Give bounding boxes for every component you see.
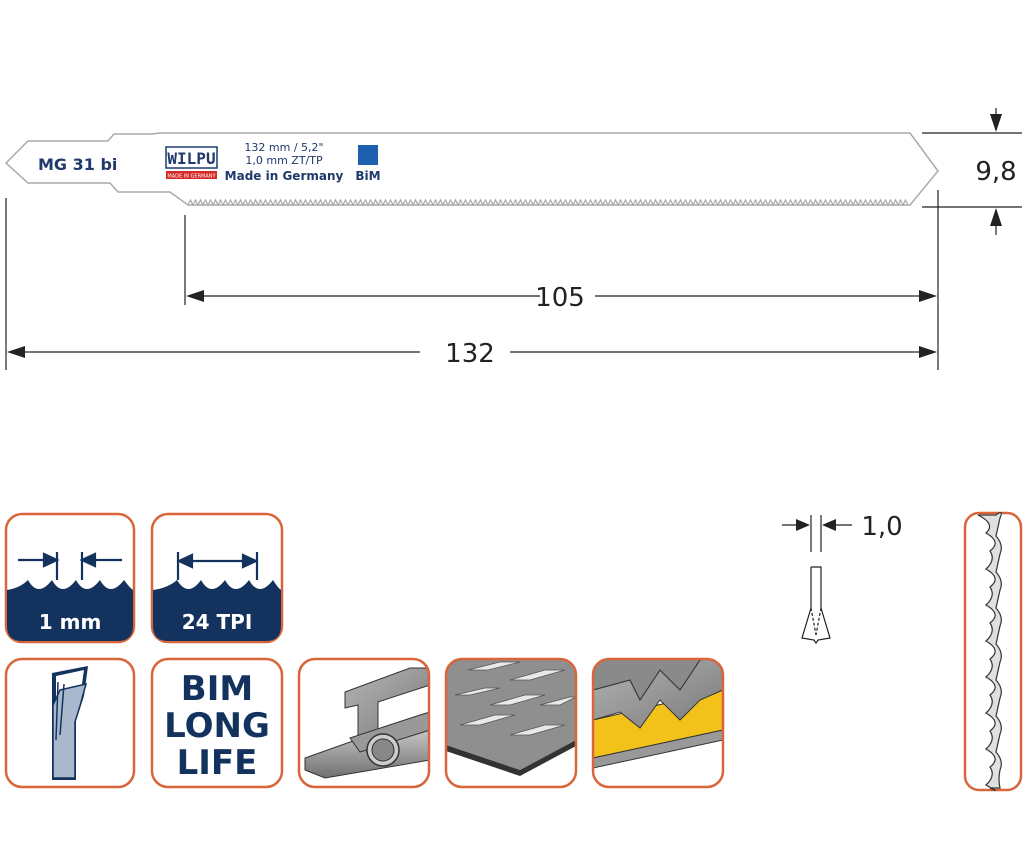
origin-info: Made in Germany — [225, 169, 344, 183]
sandwich-panel-icon — [593, 659, 723, 769]
brand-tagline: MADE IN GERMANY — [167, 174, 216, 180]
brand-name: WILPU — [167, 149, 215, 168]
dimension-arrows — [7, 114, 1002, 358]
tooth-set-diagram: 1,0 — [782, 512, 903, 645]
tpi-label: 24 TPI — [182, 610, 253, 634]
bim-line-1: BIM — [181, 669, 253, 709]
wavy-set-icon — [977, 512, 1002, 791]
blade-teeth — [187, 198, 909, 207]
blade-model: MG 31 bi — [38, 155, 117, 174]
profiles-icon — [304, 667, 429, 779]
width-label: 9,8 — [975, 157, 1016, 187]
sheet-metal-icon — [446, 659, 576, 776]
tile-teeth-per-inch: 24 TPI — [150, 512, 284, 644]
material-badge: BiM — [355, 169, 380, 183]
tile-bim-long-life: BIM LONG LIFE — [150, 657, 284, 789]
tile-tooth-pitch: 1 mm — [4, 512, 136, 644]
bim-line-3: LIFE — [177, 743, 258, 783]
tooth-set-label: 1,0 — [861, 512, 902, 542]
pitch-info: 1,0 mm ZT/TP — [245, 154, 323, 167]
tile-sheet-metal — [444, 657, 578, 789]
tile-flexible-blade — [4, 657, 136, 789]
length-info: 132 mm / 5,2" — [244, 141, 323, 154]
saw-blade: MG 31 bi WILPU MADE IN GERMANY 132 mm / … — [4, 132, 939, 207]
tile-wavy-set — [963, 511, 1023, 792]
total-length-label: 132 — [445, 339, 495, 369]
flex-blade-icon — [52, 666, 88, 780]
dimension-lines — [5, 108, 1022, 370]
wilpu-logo: WILPU MADE IN GERMANY — [165, 146, 218, 180]
tooth-pitch-label: 1 mm — [39, 610, 102, 634]
bim-line-2: LONG — [164, 706, 270, 746]
tile-profiles-tubes — [297, 657, 431, 789]
working-length-label: 105 — [535, 283, 585, 313]
tile-sandwich-panels — [591, 657, 725, 789]
bim-square-icon — [358, 145, 378, 165]
